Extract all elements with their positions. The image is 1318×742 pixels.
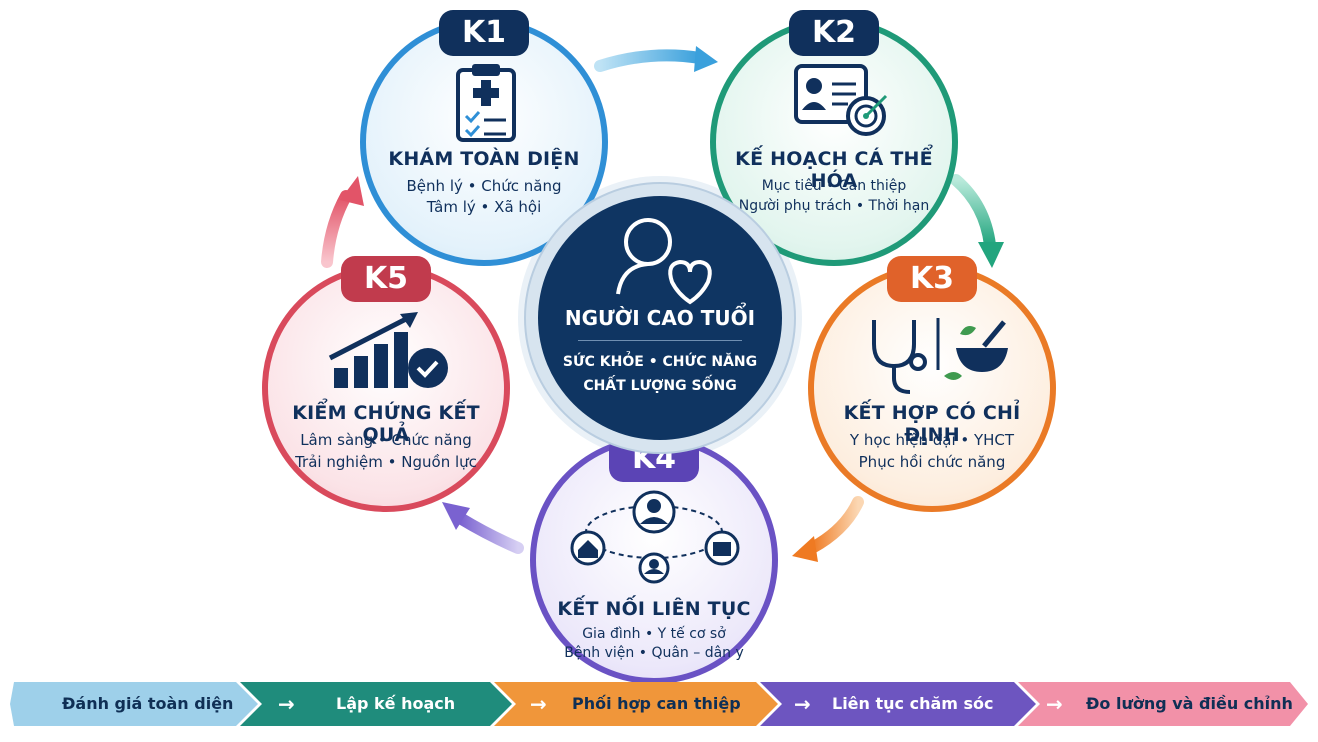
flow-arrow-4: →	[794, 692, 811, 716]
badge-k2: K2	[789, 10, 879, 56]
k1-line2: Tâm lý • Xã hội	[426, 198, 542, 216]
k5-line1: Lâm sàng • Chức năng	[300, 431, 472, 449]
arrow-head-k1-k2	[694, 46, 718, 72]
arrow-head-k2-k3	[978, 242, 1004, 268]
k5-title: KIỂM CHỨNG KẾT QUẢ	[292, 402, 480, 446]
flow-step-2-shape	[240, 682, 512, 726]
k4-title: KẾT NỐI LIÊN TỤC	[557, 598, 751, 620]
stethoscope-herbs-icon	[872, 318, 1008, 394]
arrow-k5-k1	[321, 190, 352, 268]
node-k2: K2 KẾ HOẠCH CÁ THỂ HÓA Mục tiêu • Can th…	[710, 10, 958, 266]
flow-step-2-label: Lập kế hoạch	[336, 694, 456, 713]
arrow-head-k4-k5	[442, 502, 470, 530]
growth-chart-check-icon	[328, 312, 448, 388]
flow-arrow-5: →	[1046, 692, 1063, 716]
center-divider	[578, 340, 742, 341]
flow-step-3-shape	[494, 682, 778, 726]
flow-step-5-label: Đo lường và điều chỉnh	[1086, 694, 1293, 713]
k5-line2: Trải nghiệm • Nguồn lực	[295, 453, 477, 471]
badge-k5: K5	[341, 256, 431, 302]
k1-line1: Bệnh lý • Chức năng	[406, 177, 562, 195]
k2-title: KẾ HOẠCH CÁ THỂ HÓA	[735, 148, 933, 192]
flow-step-4-label: Liên tục chăm sóc	[832, 694, 994, 713]
arrow-k2-k3	[950, 174, 996, 251]
node-k5: K5 KIỂM CHỨNG KẾT QUẢ Lâm sàng • Chức nă…	[262, 256, 510, 512]
center-title: NGƯỜI CAO TUỔI	[564, 306, 756, 330]
center-node: NGƯỜI CAO TUỔI SỨC KHỎE • CHỨC NĂNG CHẤT…	[538, 196, 782, 440]
flow-step-5-shape	[1018, 682, 1308, 726]
k3-line2: Phục hồi chức năng	[858, 453, 1006, 471]
person-heart-icon	[616, 218, 712, 305]
node-k4: K4 KẾT NỐI LIÊN TỤC Gia đình • Y tế cơ s…	[530, 436, 778, 684]
flow-arrow-2: →	[278, 692, 295, 716]
flow-step-1-shape	[10, 682, 258, 726]
k2-line2: Người phụ trách • Thời hạn	[738, 198, 930, 214]
network-people-icon	[570, 490, 740, 584]
flow-step-4-shape	[760, 682, 1036, 726]
badge-k3: K3	[887, 256, 977, 302]
k4-line2: Bệnh viện • Quân – dân y	[564, 645, 744, 661]
flow-arrow-3: →	[530, 692, 547, 716]
k3-line1: Y học hiện đại • YHCT	[849, 431, 1015, 449]
node-k3: K3 KẾT HỢP CÓ CHỈ ĐỊNH Y học hiện đại • …	[808, 256, 1056, 512]
clipboard-icon	[456, 64, 516, 142]
arrow-k4-k5	[454, 512, 524, 554]
center-line2: CHẤT LƯỢNG SỐNG	[583, 378, 737, 394]
k3-title: KẾT HỢP CÓ CHỈ ĐỊNH	[843, 402, 1021, 446]
arrow-k1-k2	[594, 49, 706, 72]
arrow-head-k3-k4	[792, 536, 818, 562]
node-k1: K1 KHÁM TOÀN DIỆN Bệnh lý • Chức năng Tâ…	[360, 10, 608, 266]
k2-line1: Mục tiêu • Can thiệp	[761, 178, 907, 194]
arrow-k3-k4	[806, 496, 864, 554]
badge-k4: K4	[609, 436, 699, 482]
flow-step-3-label: Phối hợp can thiệp	[572, 694, 741, 713]
k1-title: KHÁM TOÀN DIỆN	[388, 148, 580, 170]
center-line1: SỨC KHỎE • CHỨC NĂNG	[562, 354, 758, 370]
flow-step-1-label: Đánh giá toàn diện	[62, 694, 234, 713]
badge-k1: K1	[439, 10, 529, 56]
profile-card-target-icon	[794, 64, 888, 136]
k4-line1: Gia đình • Y tế cơ sở	[582, 626, 726, 642]
arrow-head-k5-k1	[340, 176, 364, 206]
